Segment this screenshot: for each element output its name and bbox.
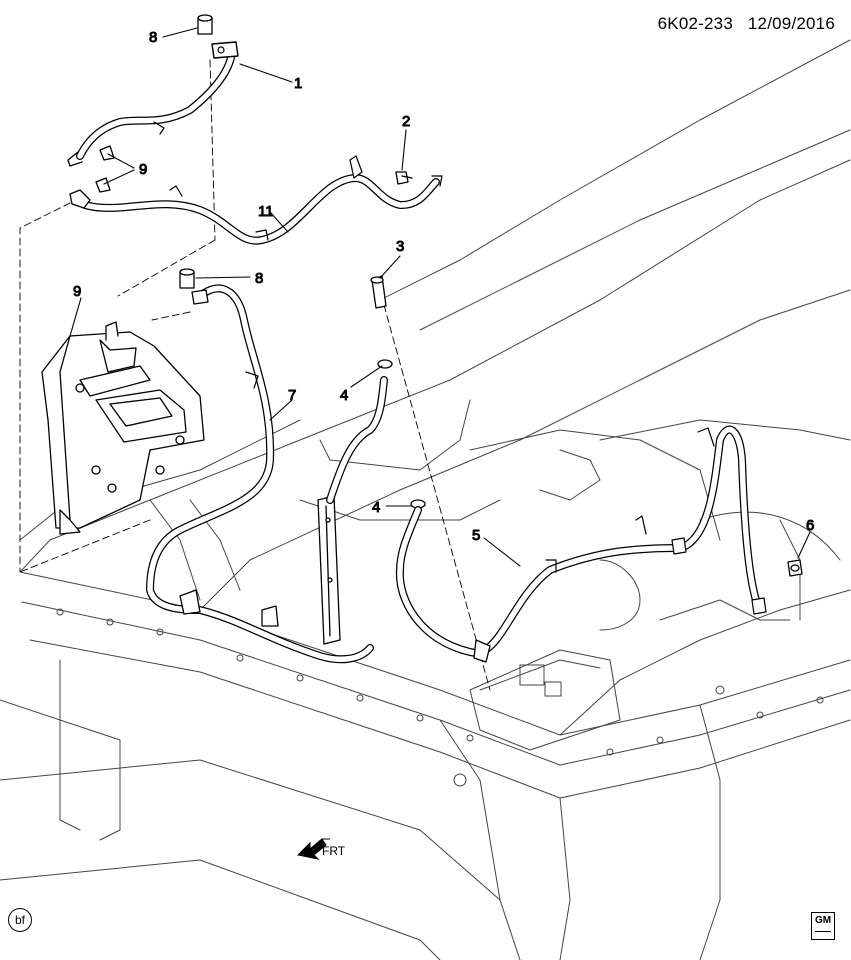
callout-1: 1 (294, 75, 302, 92)
diagram-header: 6K02-233 12/09/2016 (648, 14, 835, 34)
nut-6 (787, 559, 803, 577)
callout-3: 3 (396, 238, 404, 255)
callout-9: 9 (73, 283, 81, 300)
callout-11: 11 (258, 203, 274, 220)
direction-label: FRT (322, 844, 346, 858)
cable-7 (146, 284, 374, 664)
corner-mark: bf (8, 908, 32, 932)
cable-5 (395, 425, 767, 663)
callout-2: 2 (402, 113, 410, 130)
gm-logo: GM (811, 912, 835, 940)
leader-dashes (19, 59, 491, 691)
callout-8b: 8 (255, 270, 263, 287)
callout-8a: 8 (149, 29, 157, 46)
bracket-9 (41, 321, 205, 535)
cable-1 (67, 41, 239, 167)
nut-8 (179, 14, 213, 289)
vehicle-frame (0, 39, 851, 960)
callout-6: 6 (806, 517, 814, 534)
front-direction-arrow: FRT (296, 825, 356, 865)
callout-4a: 4 (340, 387, 348, 404)
callout-10: 9 (139, 161, 147, 178)
terminal-3 (370, 275, 387, 309)
diagram-date: 12/09/2016 (747, 14, 835, 33)
bus-bar (317, 495, 341, 645)
bolt-2 (395, 171, 413, 185)
callout-numbers: 8 1 2 9 11 3 8 9 4 7 4 5 6 (73, 29, 815, 545)
callout-7: 7 (288, 387, 296, 404)
bolt-10 (95, 145, 115, 193)
cable-4-route (326, 376, 388, 504)
diagram-id: 6K02-233 (657, 14, 733, 33)
callout-5: 5 (472, 527, 480, 544)
callout-leaders (69, 27, 811, 567)
callout-4b: 4 (372, 499, 380, 516)
cable-11 (69, 155, 443, 245)
